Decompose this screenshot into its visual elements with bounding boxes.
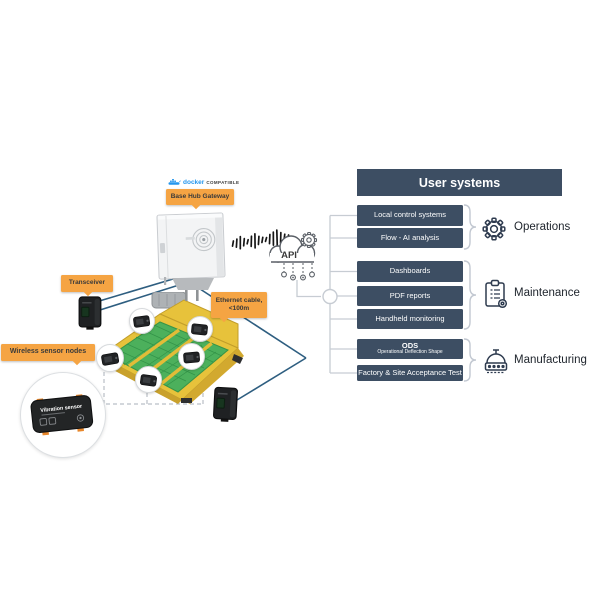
vibration-sensor-label: Vibration sensor [40, 404, 82, 414]
user-systems-title: User systems [418, 175, 501, 190]
sensor-callout [96, 344, 124, 372]
docker-compatible-text: COMPATIBLE [206, 180, 240, 185]
api-label: API [281, 250, 297, 261]
system-box-label: Factory & Site Acceptance Test [358, 367, 462, 377]
transceiver-label: Transceiver [61, 275, 113, 297]
manufacturing-label-text: Manufacturing [514, 354, 587, 366]
wireless-sensor-nodes-text: Wireless sensor nodes [9, 348, 87, 356]
transceiver-device-bottom [213, 386, 238, 422]
operations-label-text: Operations [514, 221, 571, 233]
docker-whale-icon [168, 179, 181, 185]
sensor-node-icon [100, 351, 119, 366]
operations-label: Operations [514, 216, 570, 238]
base-hub-gateway-label: Base Hub Gateway [166, 189, 234, 210]
transceiver-device-left [78, 296, 102, 330]
system-box-fat: Factory & Site Acceptance Test [357, 365, 463, 381]
api-endpoint-drops [283, 263, 313, 275]
sensor-node-icon [139, 373, 157, 387]
api-cloud-icon: API [269, 231, 318, 281]
gateway-device [156, 212, 226, 301]
system-box-label: PDF reports [389, 290, 431, 300]
junction-node [322, 288, 338, 305]
operations-gear-icon [482, 217, 506, 241]
system-box-sublabel: Operational Deflection Shape [377, 349, 443, 356]
maintenance-label-text: Maintenance [514, 287, 580, 299]
system-box-pdf-reports: PDF reports [357, 286, 463, 306]
maintenance-label: Maintenance [514, 282, 580, 304]
system-box-label: Handheld monitoring [375, 313, 445, 323]
ethernet-label-line1: Ethernet cable, [215, 296, 263, 304]
base-hub-gateway-label-text: Base Hub Gateway [170, 192, 230, 200]
sensor-callout [129, 308, 155, 334]
operations-group-brace [463, 204, 477, 250]
connector-tree [296, 214, 357, 374]
signal-waves-icon [231, 229, 290, 250]
user-systems-header: User systems [357, 169, 562, 196]
system-box-dashboards: Dashboards [357, 261, 463, 282]
sensor-callout [187, 316, 213, 342]
gateway-antenna-spiral [192, 228, 216, 252]
vibration-sensor-device: Vibration sensor [30, 394, 94, 436]
sensor-callout [178, 343, 205, 370]
system-box-local-control: Local control systems [357, 205, 463, 226]
system-box-flow-ai: Flow - AI analysis [357, 228, 463, 248]
sensor-callout [135, 366, 162, 393]
sensor-node-icon [191, 323, 208, 336]
docker-brand-text: docker [183, 179, 205, 186]
ethernet-cable-label: Ethernet cable, <100m [211, 292, 267, 323]
cloud-gear-icon [300, 231, 318, 249]
maintenance-group-brace [463, 260, 477, 330]
system-box-handheld-monitoring: Handheld monitoring [357, 309, 463, 329]
manufacturing-label: Manufacturing [514, 349, 587, 371]
system-box-label: Dashboards [389, 266, 431, 276]
manufacturing-machine-icon [484, 349, 508, 374]
system-box-ods: ODS Operational Deflection Shape [357, 339, 463, 359]
system-box-label: Local control systems [373, 210, 447, 220]
manufacturing-group-brace [463, 338, 477, 382]
docker-compatible-logo: docker COMPATIBLE [168, 177, 239, 188]
sensor-node-icon [182, 351, 200, 363]
wireless-sensor-nodes-label: Wireless sensor nodes [1, 344, 95, 366]
transceiver-label-text: Transceiver [68, 279, 106, 287]
sensor-node-icon [133, 315, 151, 328]
vibration-sensor-callout: Vibration sensor [20, 372, 106, 458]
system-box-label: ODS [401, 340, 419, 350]
maintenance-clipboard-icon [485, 279, 508, 309]
ethernet-label-line2: <100m [228, 305, 250, 312]
system-box-label: Flow - AI analysis [380, 232, 440, 242]
